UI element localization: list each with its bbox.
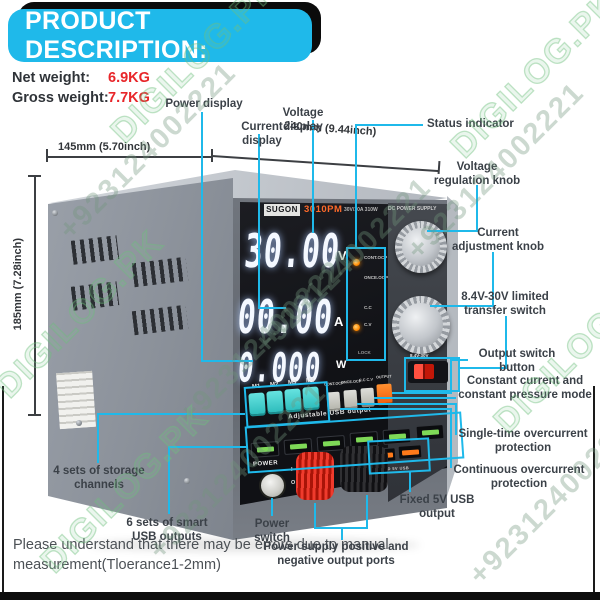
leader-line (314, 503, 316, 529)
brand-logo: SUGON (264, 204, 300, 216)
leader-line (455, 403, 457, 435)
callout-status-indicator: Status indicator (427, 118, 514, 130)
memory-buttons-box (243, 381, 331, 428)
leader-line (258, 134, 260, 307)
dimension-line-185 (34, 176, 36, 416)
page-title: PRODUCT DESCRIPTION: (25, 6, 208, 64)
net-weight-value: 6.9KG (108, 70, 150, 86)
model-number: 3010PM (304, 204, 343, 215)
indicator-cont-ocp: CONT.OCP (364, 255, 388, 260)
transfer-switch-box (404, 357, 460, 392)
callout-storage-channels: 4 sets of storage channels (53, 465, 145, 492)
screw (184, 478, 190, 484)
leader-line (430, 305, 494, 307)
indicator-cc: C.C (364, 305, 372, 310)
indicator-cv: C.V (364, 322, 372, 327)
positive-terminal (296, 452, 334, 500)
switch-range-label: 8.4V-30V (410, 353, 429, 358)
callout-power-switch: Power switch (254, 518, 290, 545)
lock-label: LOCK (358, 350, 371, 355)
power-off-mark: O (291, 480, 296, 486)
callout-voltage-display: Voltage display (282, 107, 324, 134)
once-ocp-button (343, 389, 358, 408)
frame-left (2, 386, 4, 600)
leader-line (355, 124, 423, 126)
watermark-brand: DIGILOG.PK (443, 0, 600, 166)
dimension-tick (28, 414, 41, 416)
leader-line (476, 185, 478, 232)
bottom-bar (0, 592, 600, 600)
leader-line (409, 471, 411, 492)
indicator-once-ocp: ONCE.OCP (364, 275, 389, 280)
negative-terminal (340, 446, 388, 492)
callout-voltage-knob: Voltage regulation knob (433, 161, 521, 188)
current-unit: A (334, 314, 344, 329)
status-indicator-box (346, 247, 386, 361)
status-led (353, 324, 360, 331)
leader-line (357, 403, 457, 405)
leader-line (505, 316, 507, 369)
dimension-front-width: 145mm (5.70inch) (58, 141, 151, 153)
dimension-tick (46, 149, 48, 162)
specs-text: 30V/10A 310W (344, 207, 378, 213)
leader-line (271, 498, 273, 516)
dimension-height: 185mm (7.28inch) (12, 238, 24, 331)
callout-single-ocp: Single-time overcurrent protection (458, 428, 588, 455)
measurement-note: Please understand that there may be erro… (13, 537, 389, 573)
output-switch-button (376, 383, 393, 404)
leader-line (168, 446, 170, 514)
leader-line (97, 413, 245, 415)
leader-line (314, 527, 368, 529)
leader-line (458, 367, 507, 369)
power-button (259, 472, 286, 499)
leader-line (97, 413, 99, 463)
leader-line (355, 124, 357, 248)
power-on-mark: I (291, 467, 293, 473)
status-led (353, 259, 360, 266)
leader-line (374, 397, 456, 399)
banner: PRODUCT DESCRIPTION: (8, 6, 312, 64)
net-weight-label: Net weight: (12, 70, 91, 86)
callout-current-knob: Current adjustment knob (451, 227, 544, 254)
callout-smart-usb: 6 sets of smart USB outputs (126, 517, 208, 544)
leader-line (450, 408, 452, 468)
leader-line (492, 252, 494, 307)
callout-current-display: Current display (241, 121, 283, 148)
callout-output-ports: Power supply positive and negative outpu… (263, 541, 409, 568)
dimension-line-145 (47, 156, 213, 158)
frame-right (593, 386, 595, 600)
leader-line (341, 529, 343, 540)
current-display-value: 00.00 (235, 291, 336, 346)
leader-line (201, 360, 253, 362)
leader-line (340, 408, 452, 410)
gross-weight-label: Gross weight: (12, 90, 109, 106)
callout-output-button: Output switch button (478, 348, 556, 375)
leader-line (450, 359, 468, 361)
leader-line (427, 230, 478, 232)
callout-transfer-switch: 8.4V-30V limited transfer switch (461, 291, 549, 318)
dimension-line-240 (211, 155, 440, 173)
leader-line (168, 446, 248, 448)
device-right-edge (447, 196, 458, 496)
leader-line (392, 392, 450, 394)
leader-line (450, 359, 452, 394)
device-shadow (90, 538, 420, 552)
dimension-tick (28, 175, 41, 177)
transfer-switch-rocker (414, 364, 434, 379)
leader-line (258, 307, 286, 309)
screw (52, 210, 58, 216)
screw (76, 420, 82, 426)
leader-line (312, 120, 314, 233)
type-text: DC POWER SUPPLY (388, 206, 437, 212)
gross-weight-value: 7.7KG (108, 90, 150, 106)
callout-cc-cv-mode: Constant current and constant pressure m… (458, 375, 592, 402)
voltage-knob (395, 221, 447, 273)
callout-power-display: Power display (165, 98, 243, 110)
callout-fixed-usb: Fixed 5V USB output (399, 494, 475, 521)
voltage-unit: V (338, 248, 347, 263)
leader-line (201, 112, 203, 360)
callout-continuous-ocp: Continuous overcurrent protection (453, 464, 585, 491)
leader-line (366, 495, 368, 529)
power-unit: W (336, 359, 347, 371)
